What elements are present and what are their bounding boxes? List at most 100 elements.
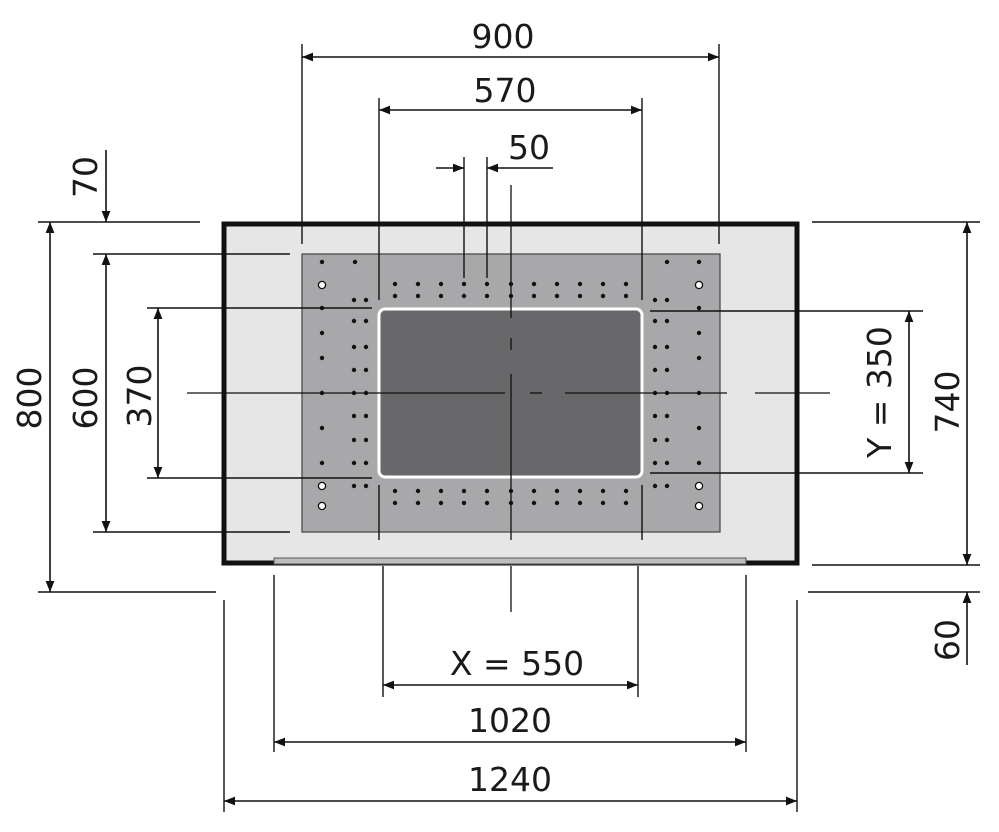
- mounting-hole: [319, 460, 325, 466]
- mounting-hole: [319, 330, 325, 336]
- mounting-hole: [363, 483, 369, 489]
- mounting-hole: [351, 367, 357, 373]
- dim-plate-height: 600: [66, 367, 105, 430]
- mounting-hole: [392, 488, 398, 494]
- mounting-hole: [664, 318, 670, 324]
- mounting-hole: [415, 293, 421, 299]
- mounting-hole: [652, 413, 658, 419]
- mounting-hole: [652, 437, 658, 443]
- mounting-hole: [484, 281, 490, 287]
- mounting-hole: [461, 293, 467, 299]
- mounting-hole: [652, 344, 658, 350]
- mounting-hole: [351, 344, 357, 350]
- mounting-hole: [461, 488, 467, 494]
- mounting-hole: [319, 425, 325, 431]
- mounting-hole: [351, 460, 357, 466]
- mounting-hole: [531, 500, 537, 506]
- dim-inner-width: 570: [474, 71, 537, 110]
- dim-overall-height: 800: [10, 367, 49, 430]
- dim-plate-width: 900: [472, 17, 535, 56]
- mounting-hole: [623, 293, 629, 299]
- mounting-hole: [652, 460, 658, 466]
- mounting-hole: [664, 437, 670, 443]
- mounting-hole: [664, 344, 670, 350]
- mounting-hole: [600, 488, 606, 494]
- dim-inner-height: 370: [120, 365, 159, 428]
- dim-y-spacing: Y = 350: [860, 326, 899, 459]
- dim-top-offset: 70: [66, 156, 105, 198]
- mounting-hole: [461, 281, 467, 287]
- open-hole: [694, 481, 704, 491]
- mounting-hole: [461, 500, 467, 506]
- dim-overall-width: 1240: [468, 760, 552, 799]
- mounting-hole: [531, 281, 537, 287]
- dim-base-width: 1020: [468, 701, 552, 740]
- mounting-hole: [652, 483, 658, 489]
- mounting-hole: [623, 488, 629, 494]
- mounting-hole: [363, 437, 369, 443]
- mounting-hole: [696, 355, 702, 361]
- mounting-hole: [363, 413, 369, 419]
- mounting-hole: [696, 259, 702, 265]
- mounting-hole: [319, 259, 325, 265]
- mounting-hole: [664, 367, 670, 373]
- mounting-hole: [392, 281, 398, 287]
- mounting-hole: [664, 259, 670, 265]
- mounting-hole: [531, 293, 537, 299]
- mounting-hole: [664, 483, 670, 489]
- mounting-hole: [554, 488, 560, 494]
- mounting-hole: [484, 500, 490, 506]
- mounting-hole: [363, 344, 369, 350]
- mounting-holes: [317, 259, 704, 511]
- mounting-hole: [577, 281, 583, 287]
- mounting-hole: [319, 355, 325, 361]
- mounting-hole: [554, 500, 560, 506]
- mounting-hole: [696, 330, 702, 336]
- mounting-hole: [531, 488, 537, 494]
- extension-lines: [38, 44, 980, 812]
- mounting-hole: [363, 297, 369, 303]
- mounting-hole: [577, 488, 583, 494]
- mounting-hole: [554, 293, 560, 299]
- mounting-hole: [363, 367, 369, 373]
- mounting-hole: [484, 293, 490, 299]
- mounting-hole: [363, 318, 369, 324]
- mounting-hole: [351, 437, 357, 443]
- mounting-hole: [363, 460, 369, 466]
- mounting-hole: [696, 460, 702, 466]
- open-hole: [317, 280, 327, 290]
- mounting-hole: [352, 259, 358, 265]
- base-strip: [273, 557, 747, 565]
- dim-hole-spacing: 50: [508, 128, 550, 167]
- mounting-hole: [415, 281, 421, 287]
- dimension-lines: [45, 52, 972, 806]
- dim-base-height: 60: [928, 619, 967, 661]
- mounting-hole: [600, 500, 606, 506]
- mounting-hole: [623, 281, 629, 287]
- open-hole: [694, 501, 704, 511]
- mounting-hole: [664, 460, 670, 466]
- mounting-hole: [415, 500, 421, 506]
- mounting-hole: [415, 488, 421, 494]
- mounting-hole: [652, 297, 658, 303]
- mounting-hole: [696, 425, 702, 431]
- dim-x-spacing: X = 550: [450, 644, 584, 683]
- mounting-hole: [438, 488, 444, 494]
- mounting-hole: [351, 483, 357, 489]
- mounting-hole: [484, 488, 490, 494]
- mounting-hole: [351, 297, 357, 303]
- open-hole: [317, 481, 327, 491]
- dimension-labels: 900 570 50 X = 550 1020 1240 800 600 70 …: [10, 17, 967, 799]
- mounting-hole: [351, 413, 357, 419]
- center-lines: [187, 185, 830, 612]
- mounting-hole: [664, 413, 670, 419]
- mounting-hole: [351, 318, 357, 324]
- open-hole: [317, 501, 327, 511]
- mounting-hole: [652, 318, 658, 324]
- mounting-hole: [392, 500, 398, 506]
- mounting-hole: [577, 293, 583, 299]
- mounting-hole: [652, 367, 658, 373]
- mounting-hole: [438, 293, 444, 299]
- mounting-hole: [623, 500, 629, 506]
